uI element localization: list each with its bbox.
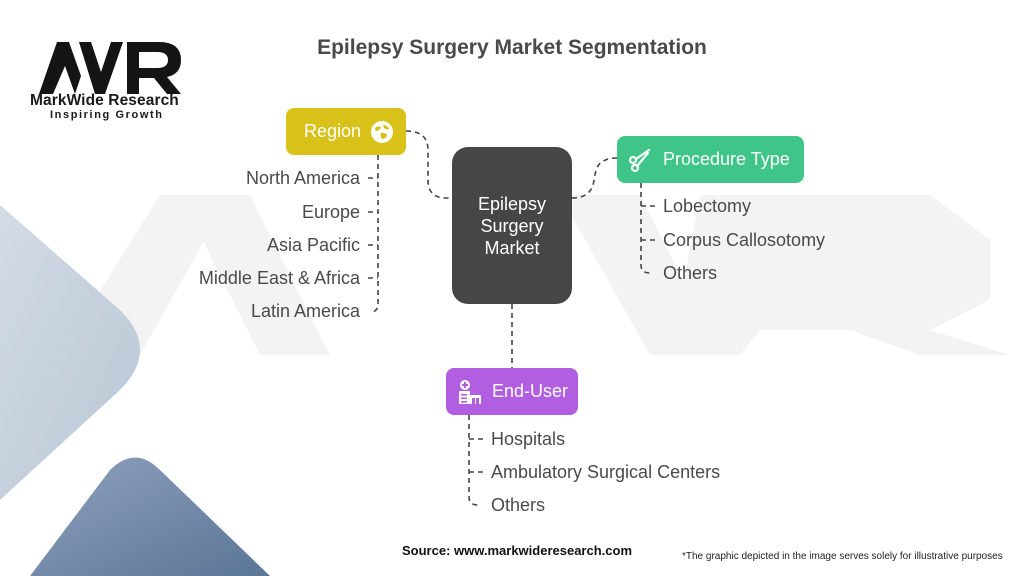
logo-tagline: Inspiring Growth: [50, 109, 164, 121]
end-user-item: Hospitals: [491, 429, 566, 449]
source-text: Source: www.markwideresearch.com: [402, 543, 633, 558]
center-line-1: Epilepsy: [477, 193, 547, 214]
procedure-item: Others: [663, 263, 718, 283]
center-line-2: Surgery: [480, 215, 544, 236]
scissors-icon: [628, 148, 651, 172]
region-item: Latin America: [250, 301, 360, 321]
disclaimer-note: *The graphic depicted in the image serve…: [682, 551, 1003, 562]
category-label: Region: [304, 121, 362, 141]
category-label: End-User: [492, 381, 569, 401]
center-line-3: Market: [484, 237, 540, 258]
procedure-item: Lobectomy: [663, 196, 752, 216]
page-title: Epilepsy Surgery Market Segmentation: [317, 36, 707, 59]
region-item: Asia Pacific: [266, 235, 360, 255]
category-region: Region: [286, 108, 406, 155]
category-end-user: End-User: [446, 368, 578, 415]
hospital-icon: [459, 379, 481, 404]
light-diamond-shape: [0, 205, 140, 500]
logo-name: MarkWide Research: [30, 92, 179, 109]
center-node: Epilepsy Surgery Market: [452, 147, 572, 304]
procedure-item: Corpus Callosotomy: [663, 230, 826, 250]
region-item: Europe: [301, 202, 360, 222]
mwr-logo-icon: [39, 42, 181, 94]
region-item: North America: [245, 168, 360, 188]
category-label: Procedure Type: [663, 149, 790, 169]
end-user-item: Others: [491, 495, 546, 515]
end-user-item: Ambulatory Surgical Centers: [491, 462, 721, 482]
category-procedure-type: Procedure Type: [617, 136, 804, 183]
dark-diamond-shape: [30, 457, 270, 576]
globe-icon: [371, 120, 394, 143]
region-item: Middle East & Africa: [198, 268, 360, 288]
